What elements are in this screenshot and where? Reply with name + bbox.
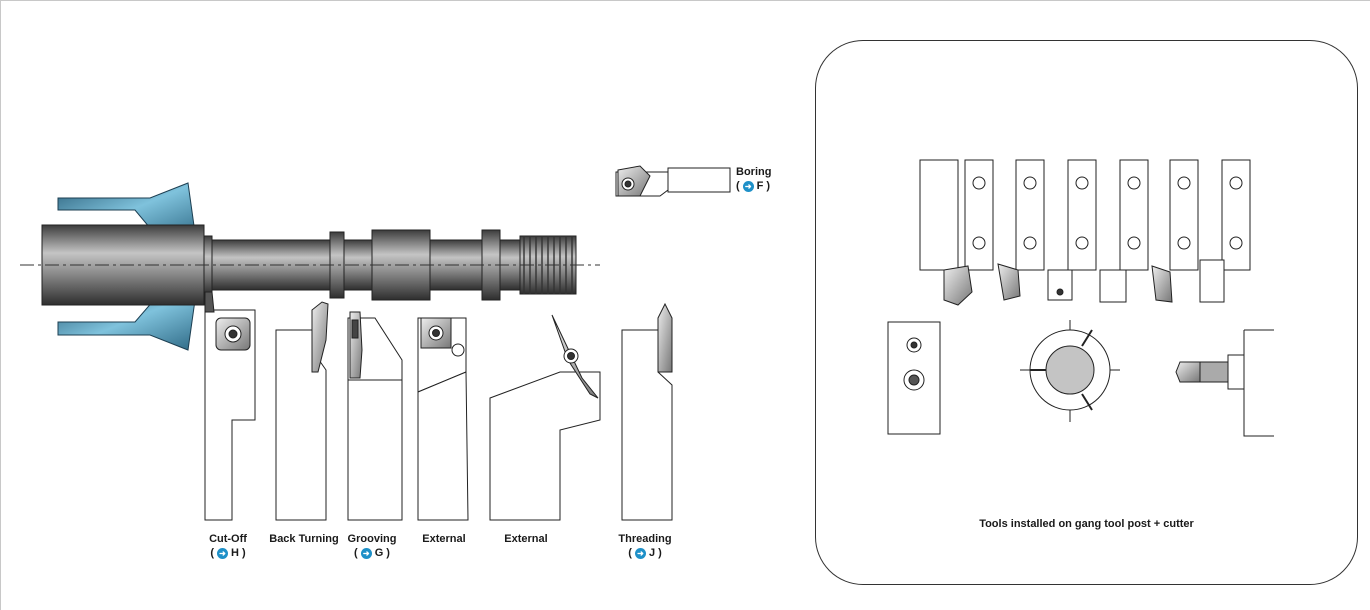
boring-tool (615, 165, 731, 197)
label-external-2: External (504, 533, 548, 545)
workpiece (20, 224, 600, 306)
end-mill-cutter (1175, 329, 1274, 437)
boring-ref: (➜F) (736, 180, 771, 192)
cutoff-ref: (➜H) (210, 547, 246, 559)
arrow-right-icon: ➜ (634, 547, 646, 559)
label-grooving: Grooving (➜G) (340, 532, 404, 560)
label-back-turning: Back Turning (269, 533, 339, 545)
cutoff-tool (204, 291, 256, 521)
threading-name: Threading (618, 533, 672, 545)
arrow-right-icon: ➜ (742, 180, 754, 192)
boring-name: Boring (736, 166, 772, 178)
label-boring: Boring (➜F) (736, 165, 771, 193)
threading-tool (621, 302, 673, 521)
back-turning-tool (275, 301, 329, 521)
gang-tool-panel: Tools installed on gang tool post + cutt… (815, 40, 1358, 585)
collet-chuck (1020, 320, 1120, 422)
panel-caption: Tools installed on gang tool post + cutt… (979, 518, 1194, 530)
threading-ref: (➜J) (628, 547, 662, 559)
grooving-name: Grooving (347, 533, 397, 545)
cutoff-name: Cut-Off (209, 533, 247, 545)
tool-holder-block (887, 321, 941, 435)
gang-tool-post (919, 159, 1251, 306)
label-cutoff: Cut-Off (➜H) (196, 532, 260, 560)
label-threading: Threading (➜J) (610, 532, 680, 560)
external-tool-2 (489, 314, 601, 521)
label-external-1: External (422, 533, 466, 545)
external-tool-1 (417, 317, 469, 521)
chuck-jaw-bottom (57, 292, 197, 351)
arrow-right-icon: ➜ (360, 547, 372, 559)
grooving-tool (347, 311, 403, 521)
grooving-ref: (➜G) (354, 547, 390, 559)
arrow-right-icon: ➜ (217, 547, 229, 559)
